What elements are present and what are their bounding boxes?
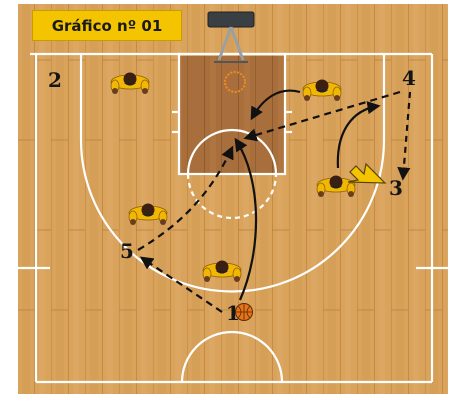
player-label-4: 4 (402, 66, 416, 90)
pass-arrow-5 (137, 145, 234, 251)
player-label-5: 5 (120, 239, 134, 263)
court-lines (18, 52, 448, 384)
diagram-title-box: Gráfico nº 01 (32, 10, 182, 41)
cut-arrow-3 (336, 101, 381, 169)
paint-area (179, 56, 285, 174)
pass-arrow-1-5 (139, 256, 223, 313)
player-label-1: 1 (226, 301, 240, 325)
free-throw-circle-dashed (186, 173, 278, 220)
pass-arrow-4 (243, 90, 401, 142)
ball-icon (235, 303, 253, 321)
screen-arrow-icon (347, 162, 387, 184)
player-label-3: 3 (389, 176, 403, 200)
cut-arrow-top (250, 89, 301, 121)
pass-arrow-4-3 (397, 91, 412, 181)
player-label-2: 2 (48, 68, 62, 92)
diagram-title: Gráfico nº 01 (51, 16, 163, 35)
basket-icon (207, 11, 255, 93)
cut-arrow-1 (234, 137, 258, 301)
play-arrows (137, 89, 412, 313)
